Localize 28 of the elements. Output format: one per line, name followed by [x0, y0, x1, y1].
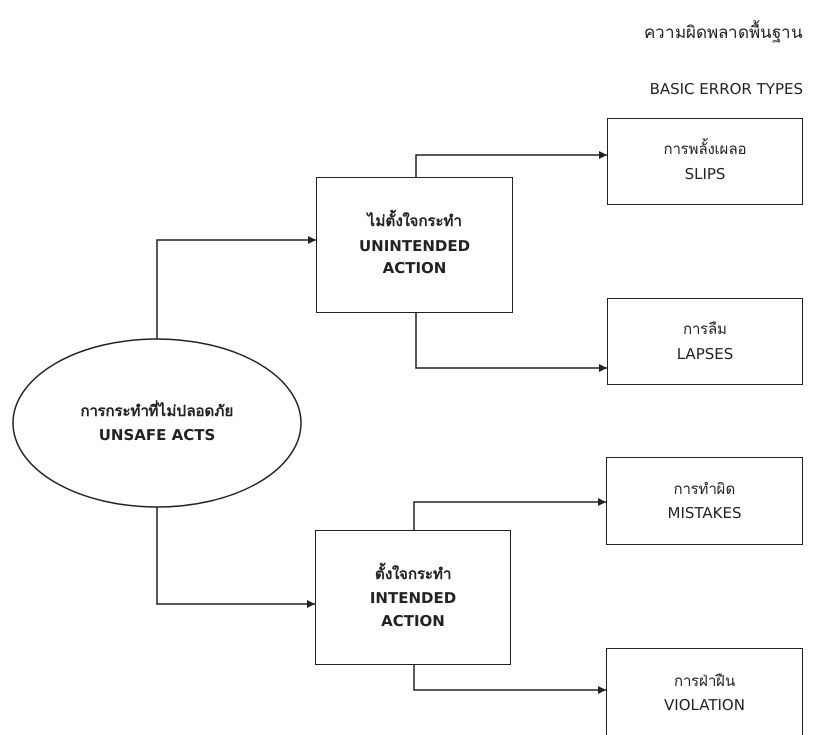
arrow [413, 498, 606, 530]
process-box [607, 298, 803, 385]
column-heading: BASIC ERROR TYPES [650, 80, 803, 98]
english-label: SLIPS [684, 164, 726, 184]
english-label: UNSAFE ACTS [98, 425, 216, 446]
thai-label: ไม่ตั้งใจกระทำ [368, 210, 462, 233]
arrow [413, 665, 606, 694]
process-box [316, 177, 513, 313]
english-label: MISTAKES [668, 503, 742, 524]
process-box [606, 457, 803, 545]
arrow [156, 507, 315, 608]
arrow [415, 313, 607, 372]
process-box [606, 648, 803, 735]
thai-label: ตั้งใจกระทำ [375, 562, 451, 585]
thai-label: การฝ่าฝืน [674, 670, 735, 692]
english-label: LAPSES [676, 344, 734, 364]
process-box [315, 530, 511, 665]
thai-label: การทำผิด [674, 478, 736, 500]
thai-label: การพลั้งเผลอ [664, 138, 746, 160]
english-label: INTENDED ACTION [368, 588, 458, 632]
thai-label: การกระทำที่ไม่ปลอดภัย [80, 400, 234, 422]
process-box [607, 118, 803, 205]
english-label: UNINTENDED ACTION [358, 236, 472, 280]
arrow [415, 151, 607, 177]
english-label: VIOLATION [664, 695, 745, 716]
arrow [156, 236, 316, 339]
heading: ความผิดพลาดพื้นฐาน [644, 18, 803, 45]
thai-label: การลืม [683, 319, 727, 340]
